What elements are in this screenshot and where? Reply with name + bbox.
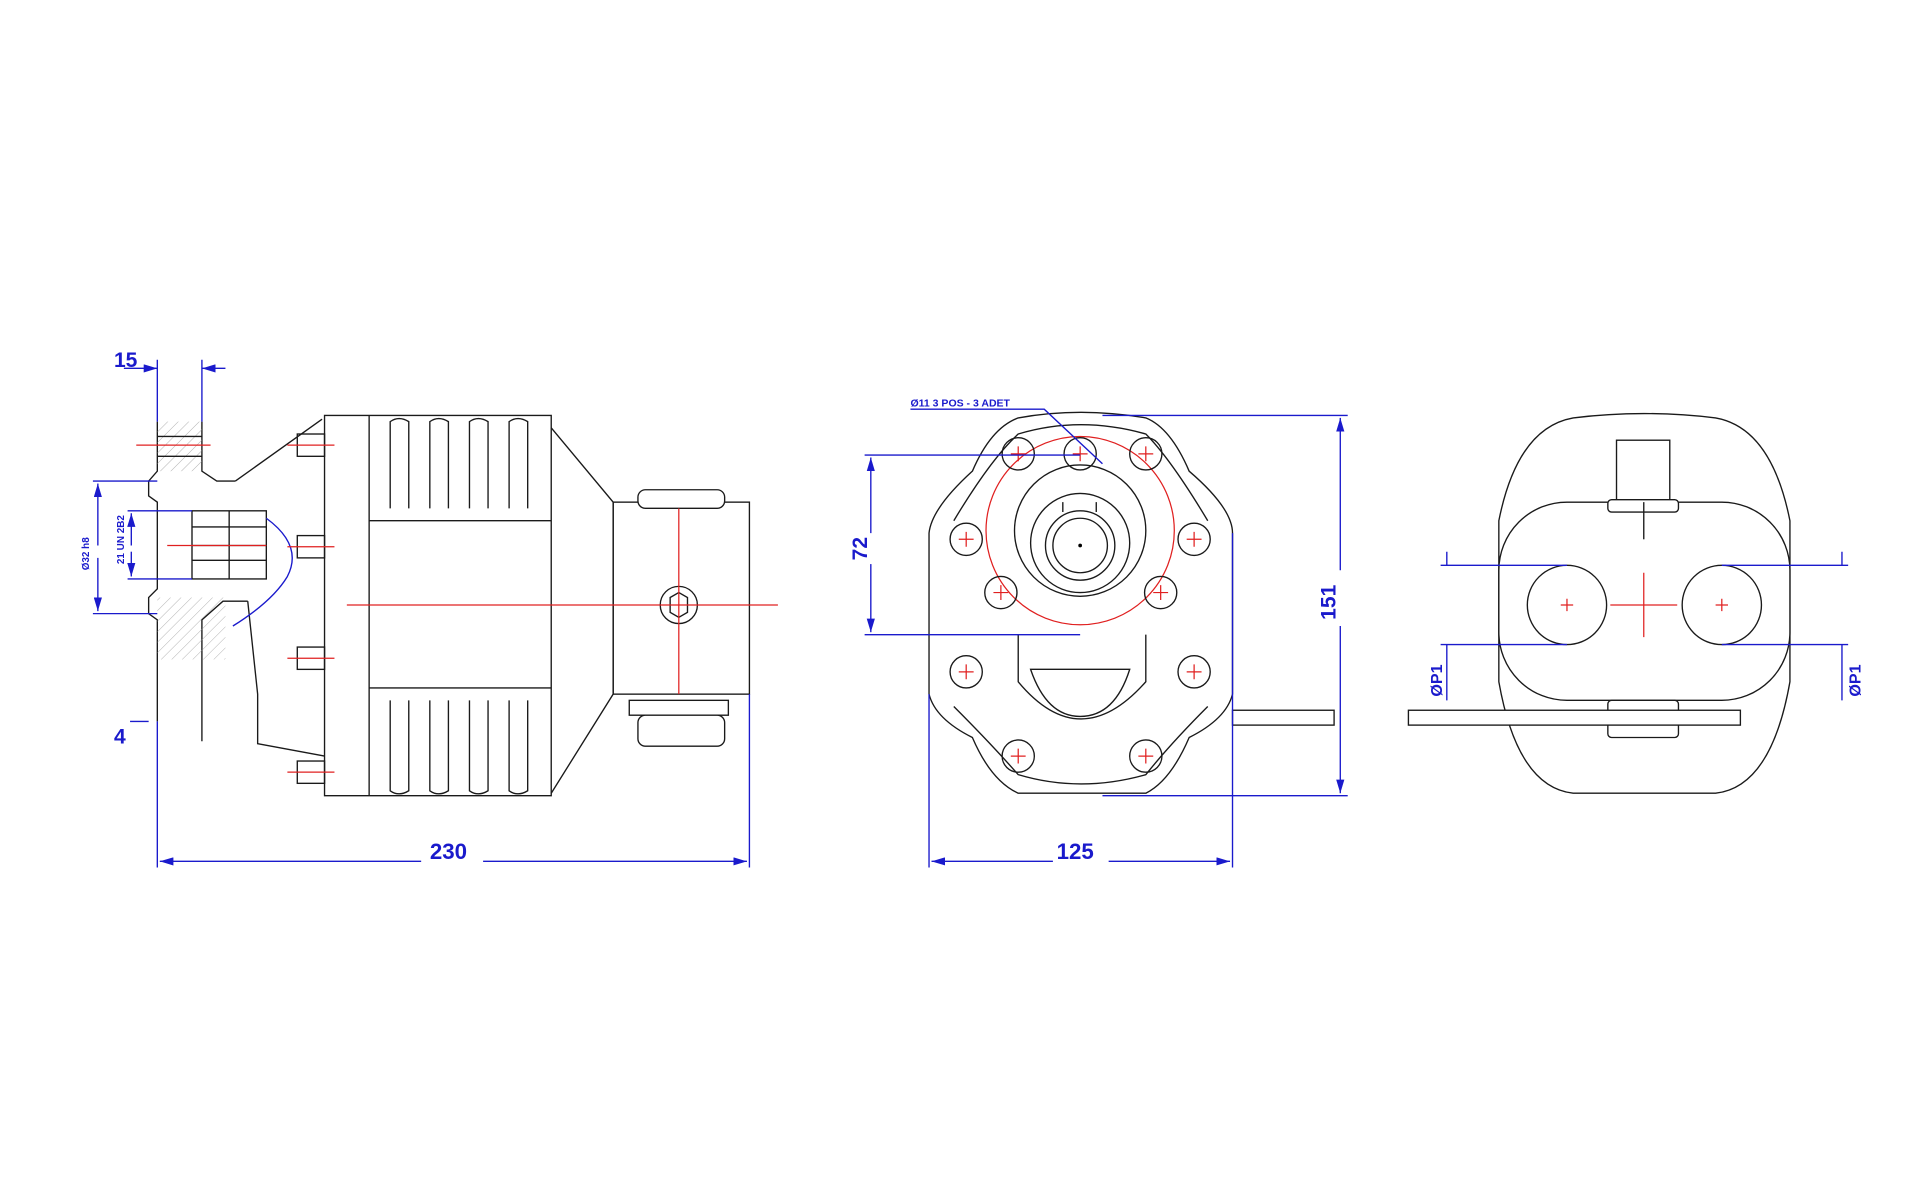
dim-flange-offset: 4	[114, 726, 126, 749]
centerline	[346, 508, 778, 695]
end-cover	[550, 427, 614, 794]
side-view: 15 4 Ø32 h8 21 UN 2B2 230	[81, 349, 778, 867]
front-outline	[928, 411, 1234, 794]
mounting-holes	[949, 437, 1211, 773]
dim-total-length: 230	[430, 839, 467, 864]
dim-thread: 21 UN 2B2	[116, 515, 127, 564]
pump-body	[323, 414, 552, 797]
dim-port-right: ØP1	[1847, 664, 1865, 696]
rear-view: ØP1 ØP1	[1407, 412, 1865, 794]
cooling-fins	[389, 417, 529, 795]
shaft-housing	[1013, 464, 1147, 597]
dim-pilot-diameter: Ø32 h8	[81, 537, 92, 570]
hole-note: Ø11 3 POS - 3 ADET	[910, 398, 1010, 410]
front-view: Ø11 3 POS - 3 ADET 72 151 125	[849, 398, 1348, 868]
mounting-bar-rear	[1407, 709, 1742, 726]
dim-width: 125	[1057, 839, 1094, 864]
splined-shaft	[1044, 510, 1116, 581]
half-moon-port	[1017, 634, 1147, 720]
shaft-stub	[1615, 439, 1671, 503]
dim-height: 151	[1317, 584, 1340, 619]
port-block	[612, 501, 751, 695]
dim-flange-width: 15	[114, 349, 138, 372]
dim-center-height: 72	[849, 537, 872, 560]
dim-port-left: ØP1	[1428, 664, 1446, 696]
pitch-circle	[985, 435, 1175, 626]
mounting-bar	[1231, 709, 1335, 726]
rear-outline	[1498, 412, 1791, 794]
bolt-heads	[296, 433, 326, 785]
